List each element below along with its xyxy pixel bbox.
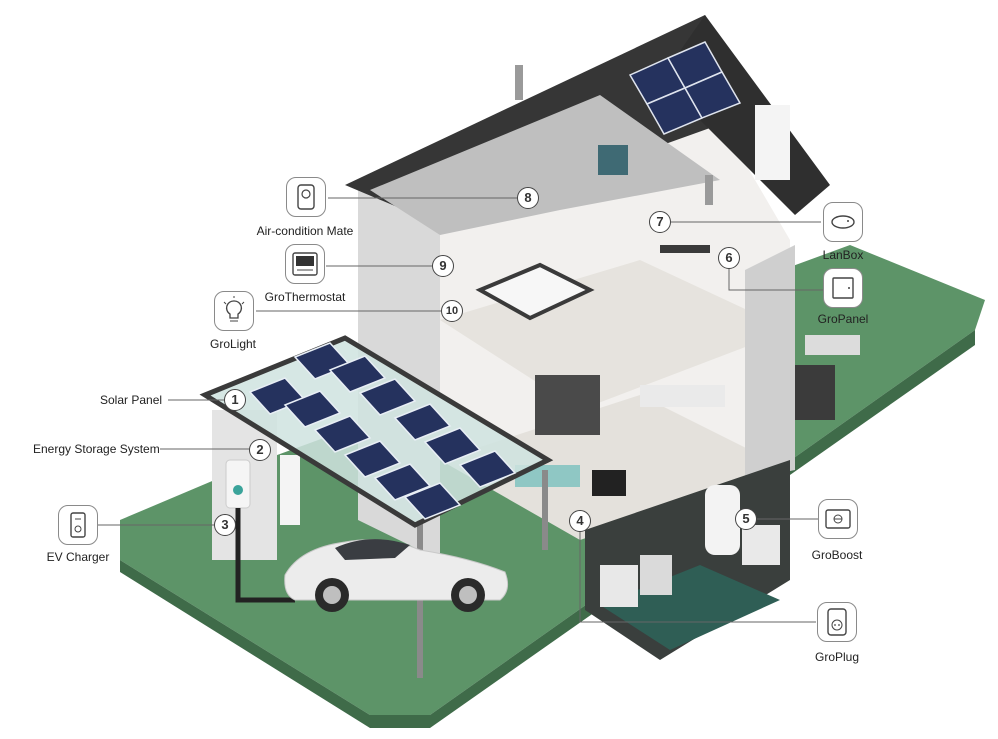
- marker-4[interactable]: 4: [569, 510, 591, 532]
- house-floor-lower: [440, 395, 790, 540]
- ac-mate-icon[interactable]: [286, 177, 326, 217]
- bookshelf: [535, 375, 600, 435]
- label-ac-mate: Air-condition Mate: [256, 224, 354, 238]
- marker-7[interactable]: 7: [649, 211, 671, 233]
- marker-9[interactable]: 9: [432, 255, 454, 277]
- ev-charger-box: [225, 459, 251, 509]
- label-grolight: GroLight: [209, 337, 257, 351]
- electric-car: [284, 539, 509, 612]
- panel-icon[interactable]: [823, 268, 863, 308]
- roof-solar-array: [628, 41, 742, 135]
- chimney: [755, 105, 790, 180]
- marker-6[interactable]: 6: [718, 247, 740, 269]
- ev-cable: [235, 508, 295, 603]
- tv: [592, 470, 626, 496]
- label-groplug: GroPlug: [814, 650, 860, 664]
- marker-1[interactable]: 1: [224, 389, 246, 411]
- label-solar-panel: Solar Panel: [100, 393, 163, 407]
- basement-cabinet: [600, 565, 638, 607]
- label-ev-charger: EV Charger: [46, 550, 110, 564]
- attic: [370, 95, 720, 235]
- boost-unit: [742, 525, 780, 565]
- vent-pipe-2: [705, 175, 713, 205]
- garden-bench: [805, 335, 860, 355]
- bed: [475, 262, 595, 321]
- marker-5[interactable]: 5: [735, 508, 757, 530]
- leader-lines: [97, 197, 823, 623]
- ac-unit: [598, 145, 628, 175]
- boost-icon[interactable]: [818, 499, 858, 539]
- water-tank: [705, 485, 740, 555]
- ev-charger-icon[interactable]: [58, 505, 98, 545]
- label-grothermostat: GroThermostat: [264, 290, 346, 304]
- lanbox-icon[interactable]: [823, 202, 863, 242]
- light-bulb-icon[interactable]: [214, 291, 254, 331]
- marker-8[interactable]: 8: [517, 187, 539, 209]
- marker-3[interactable]: 3: [214, 514, 236, 536]
- washing-machine: [640, 555, 672, 595]
- thermostat-icon[interactable]: [285, 244, 325, 284]
- carport-solar-array: [248, 342, 517, 520]
- vent-pipe: [515, 65, 523, 100]
- dining-table: [640, 385, 725, 407]
- label-energy-storage: Energy Storage System: [33, 442, 160, 456]
- label-lanbox: LanBox: [822, 248, 864, 262]
- marker-2[interactable]: 2: [249, 439, 271, 461]
- plug-icon[interactable]: [817, 602, 857, 642]
- ev-charger-light: [233, 485, 243, 495]
- storage-unit: [280, 455, 300, 525]
- label-groboost: GroBoost: [811, 548, 863, 562]
- desk: [660, 245, 710, 253]
- label-gropanel: GroPanel: [817, 312, 869, 326]
- ac-unit-outdoor: [795, 365, 835, 420]
- basement-floor: [600, 565, 780, 650]
- house-right-wall: [745, 245, 795, 480]
- marker-10[interactable]: 10: [441, 300, 463, 322]
